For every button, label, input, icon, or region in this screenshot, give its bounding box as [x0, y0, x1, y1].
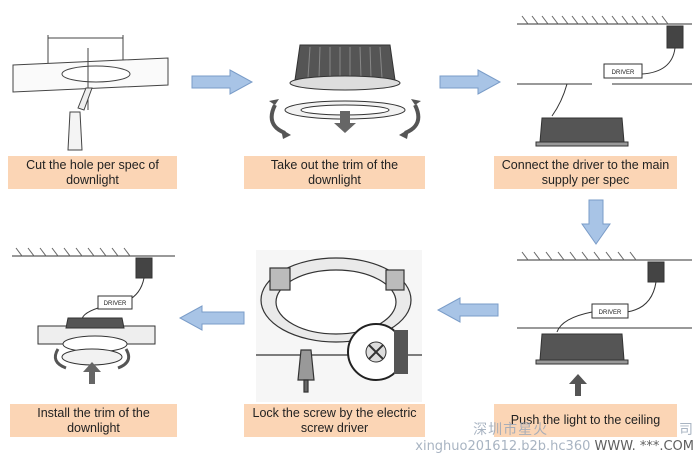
- arrow-left-2-icon: [178, 305, 245, 331]
- step-3-driver-label: DRIVER: [612, 70, 635, 76]
- arrow-left-1-icon: [436, 297, 499, 323]
- step-4-caption-text: Push the light to the ceiling: [510, 413, 661, 427]
- step-6-driver-label: DRIVER: [104, 301, 127, 307]
- step-1-caption: Cut the hole per spec of downlight: [8, 156, 177, 189]
- step-5-caption: Lock the screw by the electric screw dri…: [244, 404, 425, 437]
- step-6-caption-text: Install the trim of the downlight: [37, 405, 150, 435]
- step-6-caption: Install the trim of the downlight: [10, 404, 177, 437]
- watermark-company: 深圳市星火: [473, 422, 549, 438]
- cut-hole-illustration: [12, 35, 169, 151]
- watermark-url: xinghuo201612.b2b.hc360: [415, 439, 591, 454]
- arrow-right-2-icon: [439, 69, 502, 95]
- connect-driver-illustration: DRIVER: [517, 15, 692, 147]
- remove-trim-illustration: [269, 44, 421, 139]
- lock-screw-illustration: [256, 250, 422, 402]
- install-trim-illustration: DRIVER: [12, 247, 175, 384]
- step-1-caption-text: Cut the hole per spec of downlight: [26, 157, 159, 187]
- push-to-ceiling-illustration: DRIVER: [517, 251, 692, 396]
- step-3-caption-text: Connect the driver to the main supply pe…: [501, 157, 670, 187]
- watermark-company-tail: 司: [679, 422, 694, 438]
- watermark-site: WWW. ***.COM: [594, 439, 695, 454]
- watermark: 深圳市星火 司 xinghuo201612.b2b.hc360 WWW. ***…: [415, 419, 694, 454]
- step-3-caption: Connect the driver to the main supply pe…: [494, 156, 677, 189]
- step-2-caption: Take out the trim of the downlight: [244, 156, 425, 189]
- arrow-down-icon: [581, 199, 611, 245]
- step-4-driver-label: DRIVER: [599, 310, 622, 316]
- step-5-caption-text: Lock the screw by the electric screw dri…: [252, 405, 417, 435]
- step-4-caption: Push the light to the ceiling: [494, 404, 677, 437]
- step-2-caption-text: Take out the trim of the downlight: [270, 157, 399, 187]
- arrow-right-1-icon: [191, 69, 254, 95]
